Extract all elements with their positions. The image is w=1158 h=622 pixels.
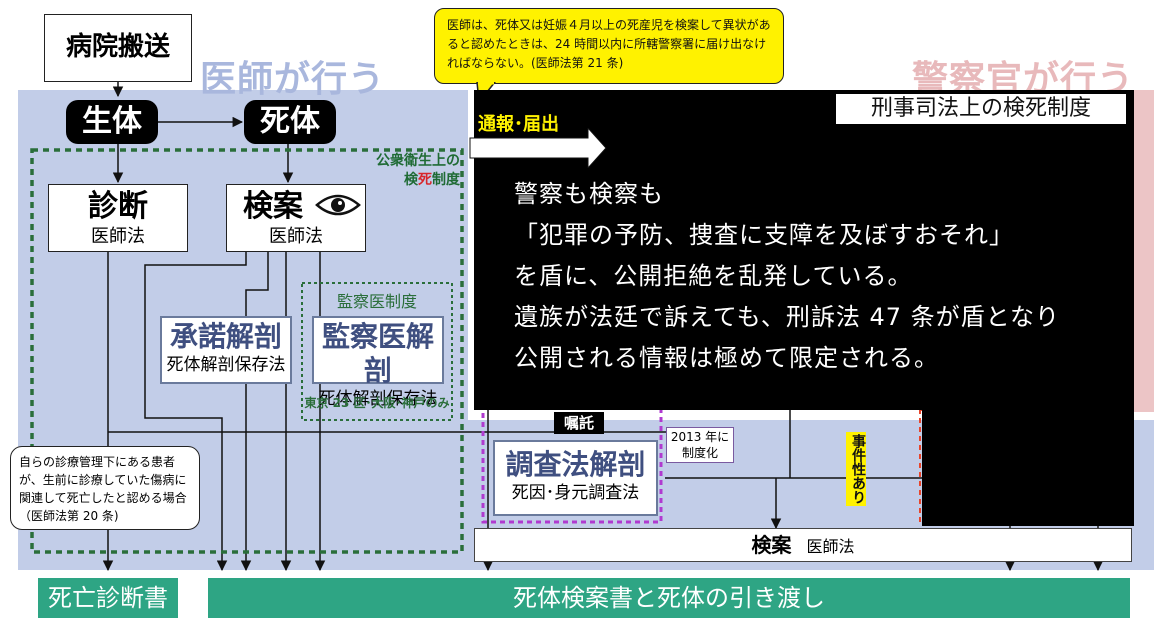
- investigation-autopsy-title: 調査法解剖: [505, 448, 646, 481]
- message-line-2: 「犯罪の予防、捜査に支障を及ぼすおそれ」: [514, 221, 1014, 249]
- notification-callout-text: 医師は、死体又は妊娠４月以上の死産児を検案して異状があると認めたときは、24 時…: [447, 18, 771, 70]
- inspection-box: 検案 医師法: [226, 184, 366, 252]
- public-health-line2-b: 死: [418, 172, 432, 188]
- consent-autopsy-title: 承諾解剖: [169, 320, 282, 353]
- message-line-1: 警察も検察も: [514, 180, 664, 208]
- report-arrow: [470, 128, 607, 168]
- death-certificate-box: 死亡診断書: [38, 578, 178, 618]
- report-label-overlay: 通報･届出: [474, 109, 563, 137]
- bottom-inspection-box: 検案 医師法: [474, 528, 1132, 562]
- diagnosis-title: 診断: [88, 189, 148, 224]
- hospital-transport-label: 病院搬送: [65, 32, 170, 62]
- examiner-autopsy-box: 監察医解剖 死体解剖保存法: [312, 316, 444, 409]
- institutionalized-note: 2013 年に制度化: [666, 427, 734, 463]
- public-health-line1: 公衆衛生上の: [376, 153, 460, 169]
- eye-icon: [315, 194, 362, 216]
- physician-certificate-callout: 自らの診療管理下にある患者が、生前に診療していた傷病に関連して死亡したと認める場…: [10, 446, 200, 530]
- investigation-autopsy-box: 調査法解剖 死因･身元調査法: [493, 440, 658, 516]
- diagnosis-box: 診断 医師法: [48, 184, 188, 252]
- bottom-inspection-law: 医師法: [806, 537, 855, 556]
- consent-autopsy-law: 死体解剖保存法: [166, 355, 286, 375]
- criminal-justice-panel-extension: [922, 408, 1134, 526]
- examiner-autopsy-title: 監察医解剖: [321, 320, 434, 387]
- investigation-autopsy-law: 死因･身元調査法: [511, 483, 640, 503]
- public-health-line2-c: 制度: [432, 172, 460, 188]
- inspection-law: 医師法: [269, 226, 323, 247]
- police-panel: [1132, 90, 1154, 412]
- message-line-3: を盾に、公開拒絶を乱発している。: [514, 262, 913, 290]
- hospital-transport-box: 病院搬送: [44, 14, 192, 82]
- public-health-label: 公衆衛生上の 検死制度: [360, 152, 460, 190]
- criminality-label: 事件性あり: [846, 432, 866, 506]
- criminal-justice-message: 警察も検察も 「犯罪の予防、捜査に支障を及ぼすおそれ」 を盾に、公開拒絶を乱発し…: [514, 174, 1124, 379]
- handover-label: 死体検案書と死体の引き渡し: [513, 584, 825, 612]
- death-certificate-label: 死亡診断書: [48, 584, 168, 612]
- notification-callout: 医師は、死体又は妊娠４月以上の死産児を検案して異状があると認めたときは、24 時…: [434, 8, 784, 84]
- bottom-inspection-title: 検案: [751, 533, 792, 557]
- doctor-label: 医師が行う: [200, 59, 386, 100]
- dead-body-label: 死体: [260, 104, 320, 139]
- diagnosis-law: 医師法: [91, 226, 145, 247]
- message-line-4: 遺族が法廷で訴えても、刑訴法 47 条が盾となり: [514, 303, 1060, 331]
- dead-body-box: 死体: [244, 100, 336, 144]
- physician-certificate-callout-text: 自らの診療管理下にある患者が、生前に診療していた傷病に関連して死亡したと認める場…: [19, 455, 187, 523]
- inspection-title-row: 検案: [227, 189, 365, 225]
- criminal-justice-title: 刑事司法上の検死制度: [836, 94, 1126, 124]
- examiner-area-label: 東京 23 区･大阪･神戸のみ: [304, 396, 450, 410]
- public-health-line2-a: 検: [404, 172, 418, 188]
- handover-box: 死体検案書と死体の引き渡し: [208, 578, 1130, 618]
- inspection-title: 検案: [243, 189, 303, 224]
- examiner-system-label: 監察医制度: [336, 292, 417, 311]
- living-body-label: 生体: [82, 104, 142, 139]
- commission-label: 嘱託: [554, 412, 604, 434]
- consent-autopsy-box: 承諾解剖 死体解剖保存法: [160, 316, 292, 384]
- public-health-line2: 検死制度: [360, 171, 460, 190]
- message-line-5: 公開される情報は極めて限定される。: [514, 344, 939, 372]
- examiner-autopsy-law: 死体解剖保存法: [318, 389, 438, 409]
- living-body-box: 生体: [66, 100, 158, 144]
